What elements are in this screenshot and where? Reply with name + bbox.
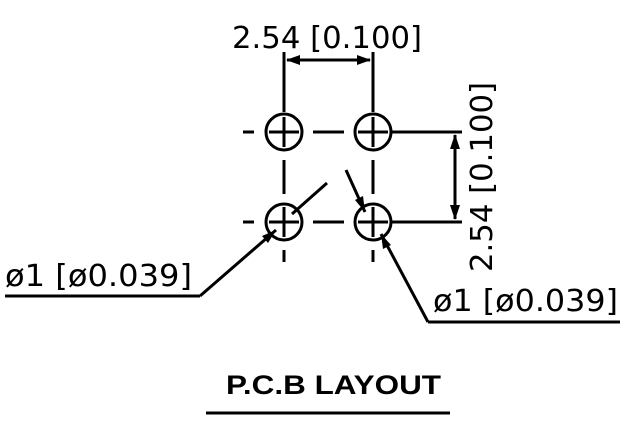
arrowhead	[381, 234, 391, 249]
hole-bottom-left	[264, 202, 304, 242]
centerlines	[243, 130, 375, 262]
left-leader-line	[5, 181, 328, 298]
arrowhead	[355, 196, 365, 212]
hole-top-right	[353, 112, 393, 152]
hole-bottom-right	[353, 202, 393, 242]
horizontal-dimension-lines	[282, 52, 375, 112]
arrowhead	[450, 134, 460, 149]
arrowhead	[262, 230, 276, 243]
right-hole-callout: ø1 [ø0.039]	[433, 284, 618, 319]
hole-top-left	[264, 112, 304, 152]
arrowhead	[286, 55, 300, 65]
arrowhead	[357, 55, 371, 65]
horizontal-dimension-label: 2.54 [0.100]	[232, 21, 422, 56]
arrowhead	[450, 205, 460, 220]
vertical-dimension-label: 2.54 [0.100]	[465, 82, 500, 272]
diagram-title: P.C.B LAYOUT	[226, 370, 442, 400]
left-hole-callout: ø1 [ø0.039]	[5, 259, 192, 294]
